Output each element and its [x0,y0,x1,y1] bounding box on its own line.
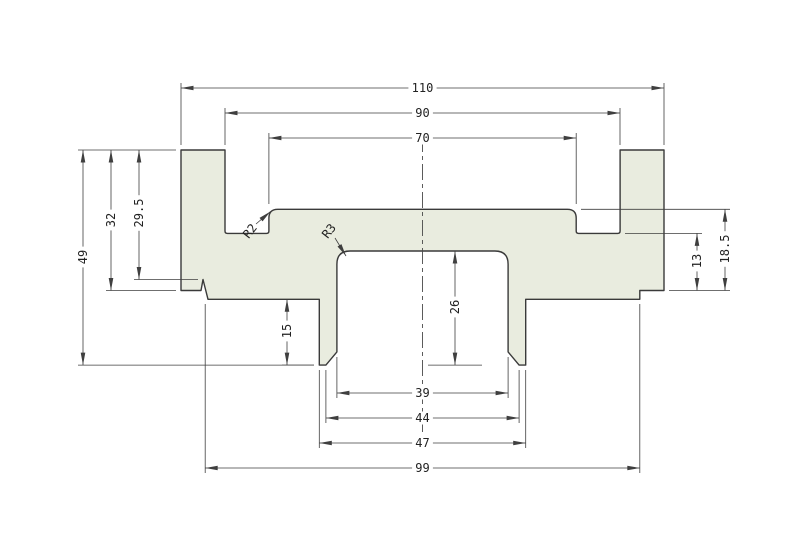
dim-label-d32: 32 [104,213,118,227]
dimension-d39: 39 [336,357,509,400]
dim-label-d49: 49 [76,250,90,264]
dim-text-mask [76,246,90,268]
dim-label-d18_5: 18.5 [718,235,732,264]
dim-text-mask [690,250,704,272]
dim-label-d29_5: 29.5 [132,199,146,228]
dim-text-mask [718,231,732,267]
dim-text-mask [412,106,433,120]
dimension-d32: 32 [104,150,176,291]
dim-text-mask [132,195,146,231]
dimension-d44: 44 [325,370,520,425]
dim-text-mask [412,411,433,425]
dimension-d13: 13 [625,232,704,291]
dim-label-d99: 99 [415,461,429,475]
dim-text-mask [104,209,118,231]
dim-text-mask [408,81,437,95]
dimension-d70: 70 [268,131,577,204]
dim-label-d39: 39 [415,386,429,400]
dim-text-mask [448,296,462,318]
dim-label-d110: 110 [412,81,434,95]
leader-line [255,211,271,225]
dim-label-d70: 70 [415,131,429,145]
dimension-d110: 110 [180,81,665,145]
dimension-d49: 49 [76,149,314,366]
dim-text-mask [412,386,433,400]
dim-label-d13: 13 [690,254,704,268]
dim-text-mask [412,131,433,145]
dim-label-d15: 15 [280,324,294,338]
dimension-d26: 26 [428,251,482,366]
dim-text-mask [412,436,433,450]
profile-outline [180,149,665,366]
dimension-d90: 90 [224,106,621,145]
dimension-d47: 47 [318,370,527,450]
dim-text-mask [280,320,294,342]
dim-label-d47: 47 [415,436,429,450]
dim-label-d26: 26 [448,300,462,314]
dimension-d29_5: 29.5 [132,150,198,280]
dimension-d99: 99 [204,304,641,475]
dimension-d15: 15 [280,299,314,366]
dim-label-d90: 90 [415,106,429,120]
dimension-d18_5: 18.5 [581,208,732,291]
dim-text-mask [412,461,433,475]
leader-line [334,237,347,257]
profile-section [180,149,665,366]
dim-label-d44: 44 [415,411,429,425]
